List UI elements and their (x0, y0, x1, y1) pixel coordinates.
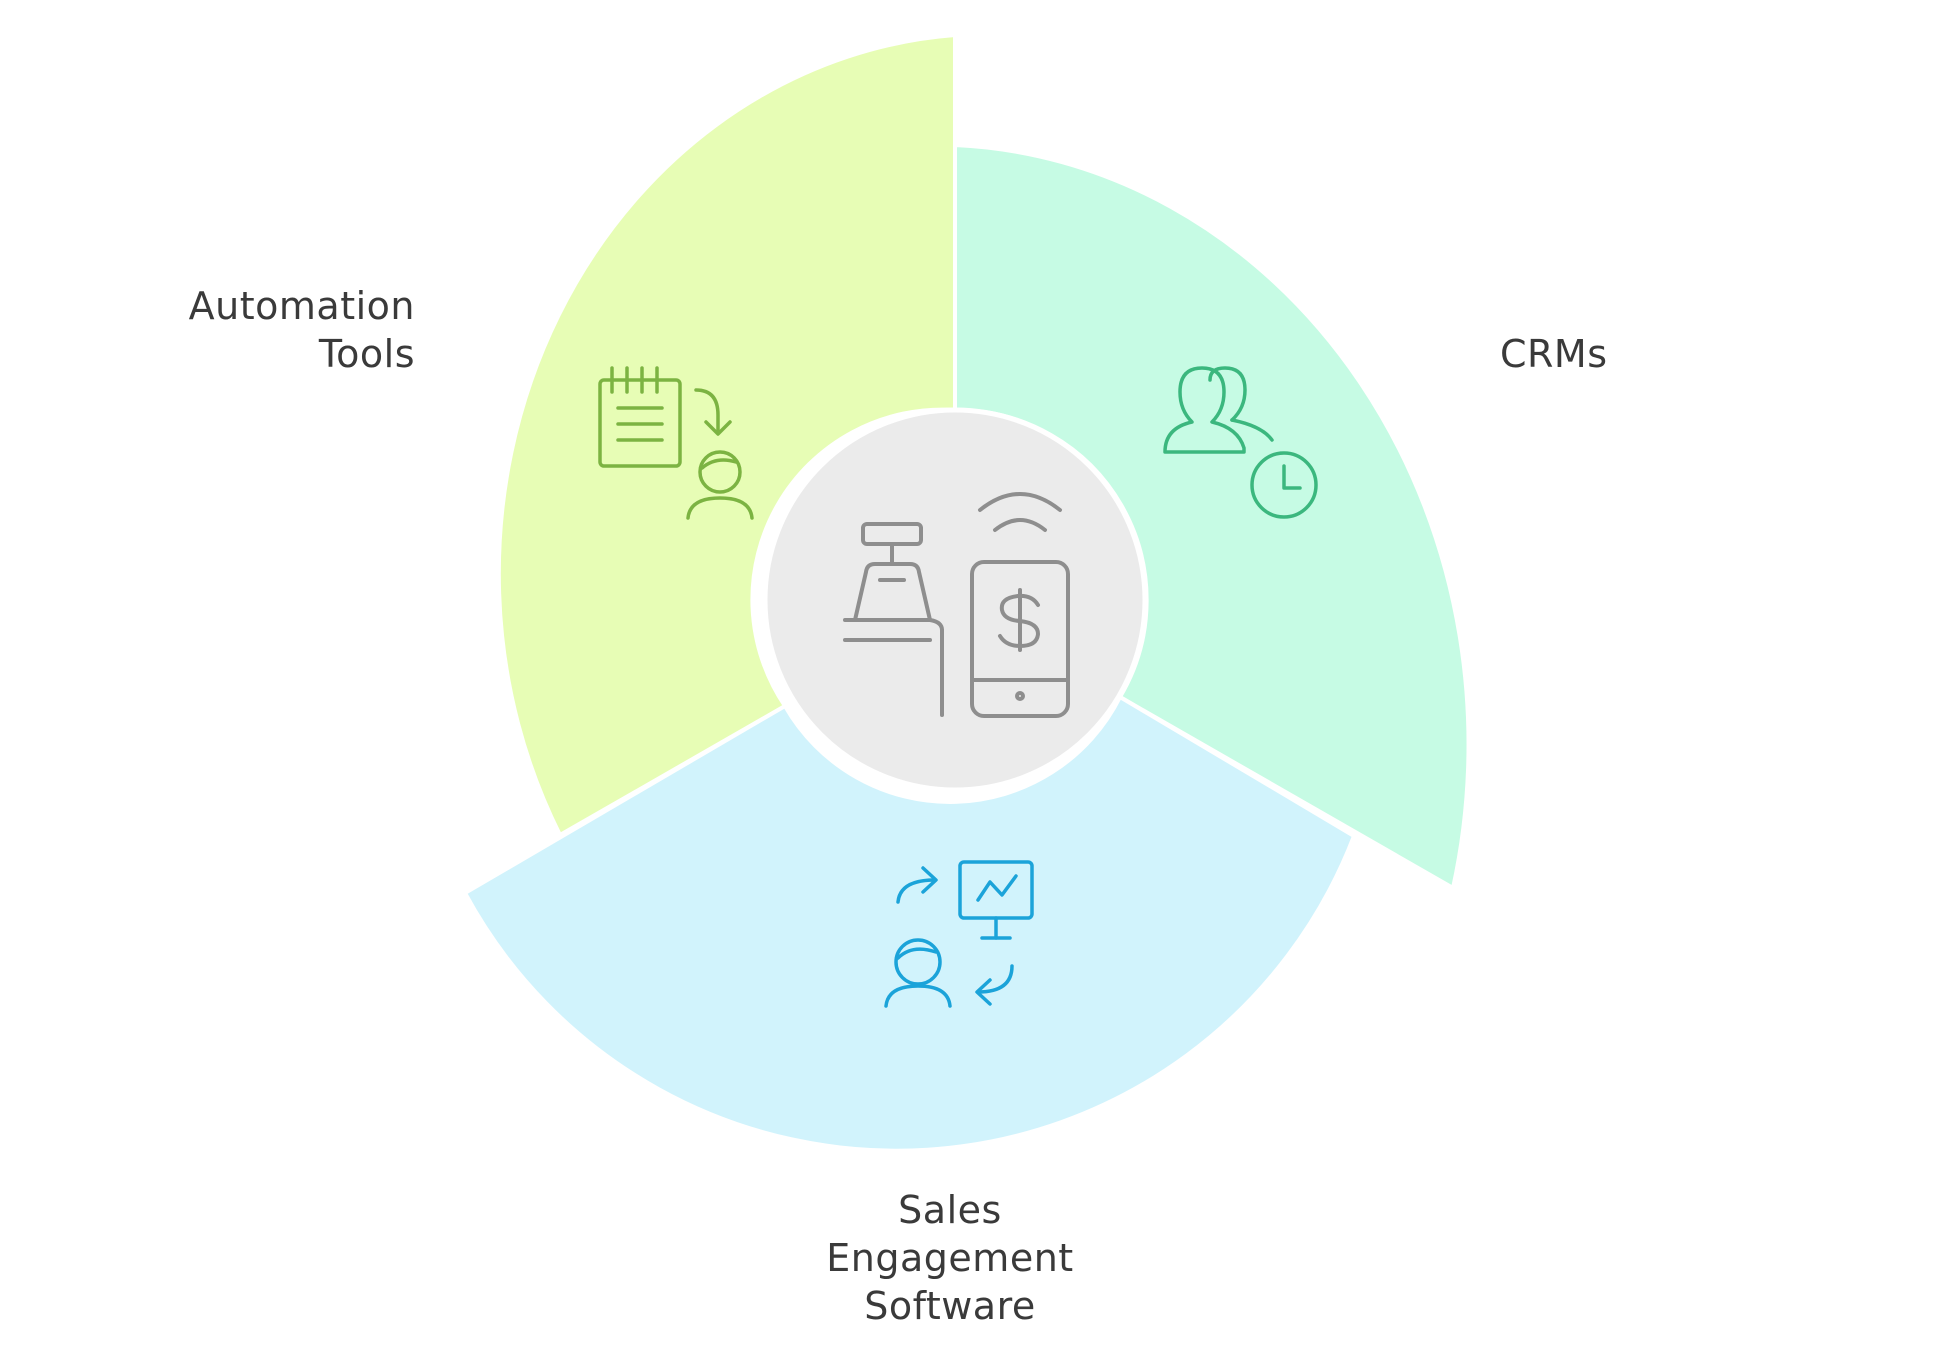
presentation-person-icon (884, 860, 1034, 1008)
calendar-person-icon (598, 366, 754, 520)
segment-automation-tools[interactable] (496, 32, 957, 838)
users-clock-icon (1163, 366, 1318, 519)
label-line: CRMs (1500, 332, 1608, 376)
cash-register-phone-payment-icon (843, 492, 1070, 718)
center-hub (762, 407, 1148, 793)
label-sales-engagement-software: Sales Engagement Software (770, 1186, 1130, 1330)
label-line: Sales (898, 1188, 1002, 1232)
label-line: Automation (188, 284, 415, 328)
label-line: Tools (318, 332, 415, 376)
label-line: Engagement (826, 1236, 1074, 1280)
label-automation-tools: Automation Tools (130, 282, 415, 378)
label-crms: CRMs (1500, 330, 1700, 378)
label-line: Software (864, 1284, 1036, 1328)
segment-sales-engagement-software[interactable] (462, 694, 1357, 1153)
